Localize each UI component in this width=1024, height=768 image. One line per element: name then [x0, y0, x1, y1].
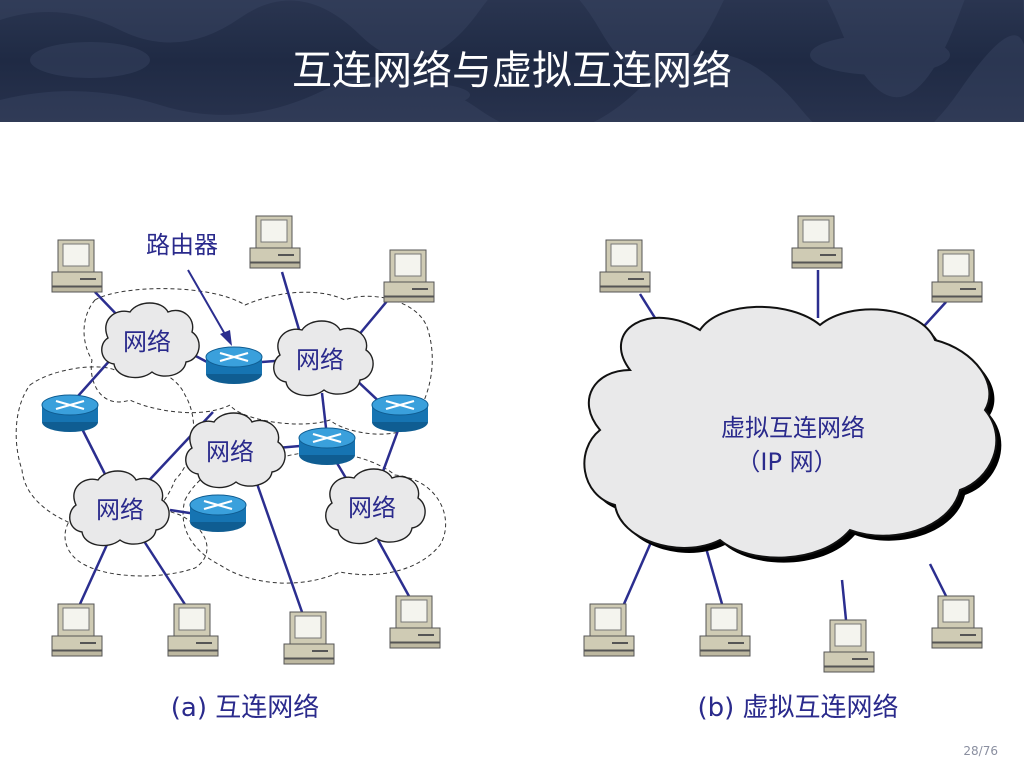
- network-labels: 网络 网络 网络 网络 网络: [96, 328, 396, 524]
- network-cloud-3: [185, 412, 286, 489]
- network-clouds: [69, 302, 426, 547]
- computer-icon: [167, 603, 219, 657]
- computer-icon: [823, 619, 875, 673]
- cloud-subtitle: （IP 网）: [736, 448, 837, 476]
- network-label: 网络: [296, 346, 344, 374]
- computer-icon: [283, 611, 335, 665]
- caption-b: (b) 虚拟互连网络: [697, 693, 898, 723]
- caption-a: (a) 互连网络: [171, 693, 320, 723]
- header-texture: [0, 0, 1024, 122]
- computer-icon: [791, 215, 843, 269]
- network-cloud-1: [101, 302, 200, 379]
- computer-icon: [699, 603, 751, 657]
- network-label: 网络: [123, 328, 171, 356]
- router-icon: [297, 426, 357, 467]
- cloud-title: 虚拟互连网络: [721, 414, 865, 442]
- computer-icon: [383, 249, 435, 303]
- network-cloud-5: [325, 468, 426, 545]
- computer-icon: [389, 595, 441, 649]
- network-label: 网络: [96, 496, 144, 524]
- computer-icon: [583, 603, 635, 657]
- router-icon: [188, 493, 248, 534]
- computer-icon: [931, 249, 983, 303]
- router-icon: [370, 393, 430, 434]
- router-label: 路由器: [146, 231, 218, 259]
- network-label: 网络: [348, 494, 396, 522]
- router-icon: [40, 393, 100, 434]
- network-cloud-4: [69, 470, 170, 547]
- computer-icon: [931, 595, 983, 649]
- network-label: 网络: [206, 438, 254, 466]
- internetwork-diagram: 网络 网络 网络 网络 网络 路由器 (a) 互连网络: [15, 215, 447, 723]
- router-icon: [204, 345, 264, 386]
- header-bar: 互连网络与虚拟互连网络: [0, 0, 1024, 122]
- computer-icon: [249, 215, 301, 269]
- virtual-internetwork-diagram: 虚拟互连网络 （IP 网） (b) 虚拟互连网络: [583, 215, 1002, 723]
- network-cloud-2: [273, 320, 374, 397]
- computer-icon: [51, 603, 103, 657]
- slide-title: 互连网络与虚拟互连网络: [292, 48, 732, 94]
- computer-icon: [51, 239, 103, 293]
- router-pointer-arrow: [187, 269, 232, 346]
- page-number: 28/76: [963, 744, 998, 758]
- internet-cloud: [583, 305, 998, 559]
- computer-icon: [599, 239, 651, 293]
